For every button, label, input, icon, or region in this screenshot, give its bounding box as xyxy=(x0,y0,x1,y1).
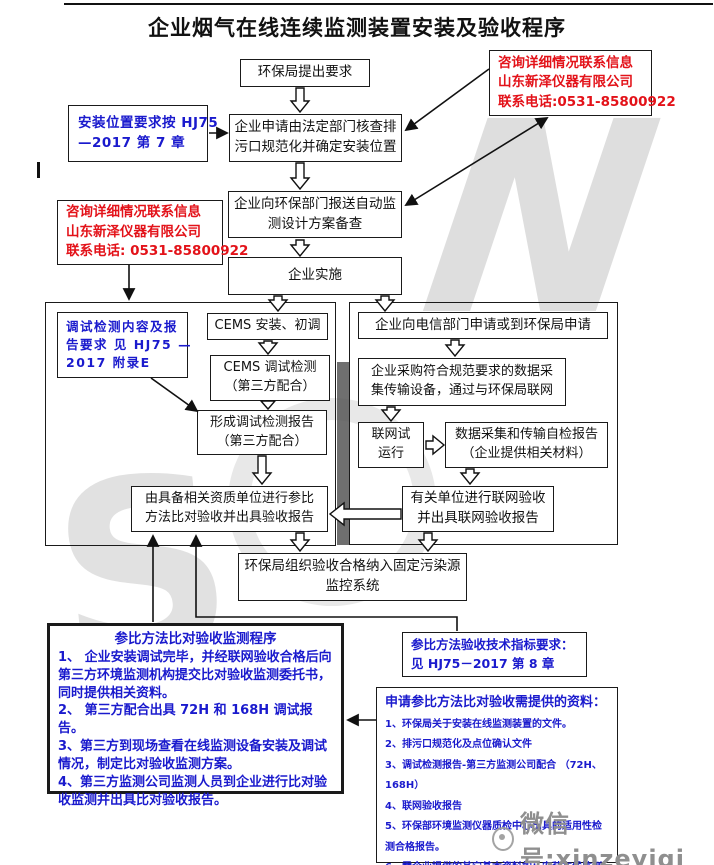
arrow-apply-to-plan xyxy=(289,162,311,191)
flow-box-acceptance-report: 由具备相关资质单位进行参比方法比对验收并出具验收报告 xyxy=(131,486,328,532)
flow-box-network-trial: 联网试运行 xyxy=(358,422,424,468)
flow-box-submit-plan: 企业向环保部门报送自动监测设计方案备查 xyxy=(228,191,402,238)
materials-box-title: 申请参比方法比对验收需提供的资料： xyxy=(385,695,607,710)
note-debug-requirements: 调试检测内容及报告要求 见 HJ75 —2017 附录E xyxy=(57,312,191,378)
note-procedure-box: 参比方法比对验收监测程序 1、 企业安装调试完毕，并经联网验收合格后向第三方环境… xyxy=(47,623,344,808)
flow-box-apply-check: 企业申请由法定部门核查排污口规范化并确定安装位置 xyxy=(229,114,402,162)
flow-box-cems-install: CEMS 安装、初调 xyxy=(207,313,328,340)
flow-box-implement: 企业实施 xyxy=(228,257,402,295)
contact-info-box-left: 咨询详细情况联系信息山东新泽仪器有限公司联系电话: 0531-85800922 xyxy=(57,200,248,265)
arrow-plan-to-implement xyxy=(289,239,311,258)
top-rule xyxy=(64,3,713,5)
procedure-box-items: 1、 企业安装调试完毕，并经联网验收合格后向第三方环境监测机构提交比对验收监测委… xyxy=(58,649,332,809)
flow-box-telecom-apply: 企业向电信部门申请或到环保局申请 xyxy=(358,312,608,339)
arrow-request-to-apply xyxy=(289,87,311,114)
flow-box-purchase-equipment: 企业采购符合规范要求的数据采集传输设备，通过与环保局联网 xyxy=(358,358,566,406)
note-install-position: 安装位置要求按 HJ75—2017 第 7 章 xyxy=(68,105,218,162)
wechat-logo-icon xyxy=(492,827,515,851)
stray-tick-mark xyxy=(37,162,40,178)
flow-box-network-acceptance: 有关单位进行联网验收并出具联网验收报告 xyxy=(402,486,554,532)
page-title: 企业烟气在线连续监测装置安装及验收程序 xyxy=(148,16,566,40)
right-group-frame xyxy=(349,302,618,545)
note-tech-index: 参比方法验收技术指标要求：见 HJ75－2017 第 8 章 xyxy=(402,632,587,677)
wechat-id-text: 微信号:xinzeyiqi xyxy=(520,810,685,865)
wechat-watermark: 微信号:xinzeyiqi xyxy=(492,804,714,865)
flow-box-self-check-report: 数据采集和传输自检报告（企业提供相关材料） xyxy=(445,422,608,468)
watermark-stroke xyxy=(337,362,349,545)
contact-info-box-right: 咨询详细情况联系信息山东新泽仪器有限公司联系电话:0531-85800922 xyxy=(489,50,676,116)
flow-box-debug-report: 形成调试检测报告（第三方配合） xyxy=(197,410,327,455)
procedure-box-title: 参比方法比对验收监测程序 xyxy=(114,631,277,647)
flow-box-epb-request: 环保局提出要求 xyxy=(240,59,370,87)
flow-box-cems-debug: CEMS 调试检测（第三方配合） xyxy=(210,355,330,401)
flow-box-epb-organize: 环保局组织验收合格纳入固定污染源监控系统 xyxy=(238,553,467,601)
